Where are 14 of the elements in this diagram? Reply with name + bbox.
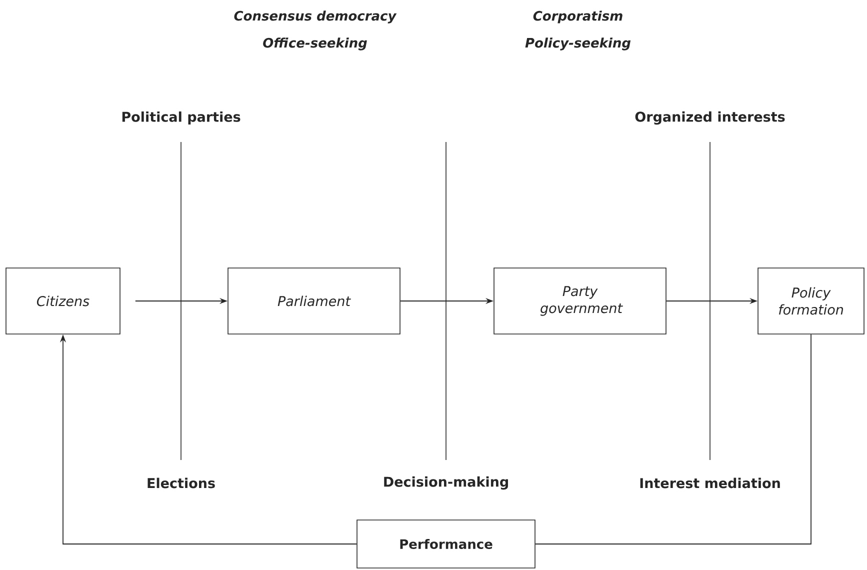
column-label: Elections — [148, 478, 215, 488]
process-box: Policy formation — [758, 268, 864, 334]
column-label: Organized interests — [635, 111, 785, 125]
heading-label: Policy-seeking — [525, 38, 631, 50]
heading-label: Corporatism — [533, 10, 622, 24]
process-box: Citizens — [6, 268, 120, 334]
column-label: Political parties — [122, 111, 240, 125]
process-box: Parliament — [228, 268, 400, 334]
heading-label: Consensus democracy — [234, 10, 397, 24]
process-box: Party government — [494, 268, 666, 334]
column-label: Decision-making — [384, 476, 508, 490]
heading-label: Office-seeking — [263, 38, 367, 50]
process-box: Performance — [356, 520, 536, 568]
column-label: Interest mediation — [640, 478, 780, 488]
